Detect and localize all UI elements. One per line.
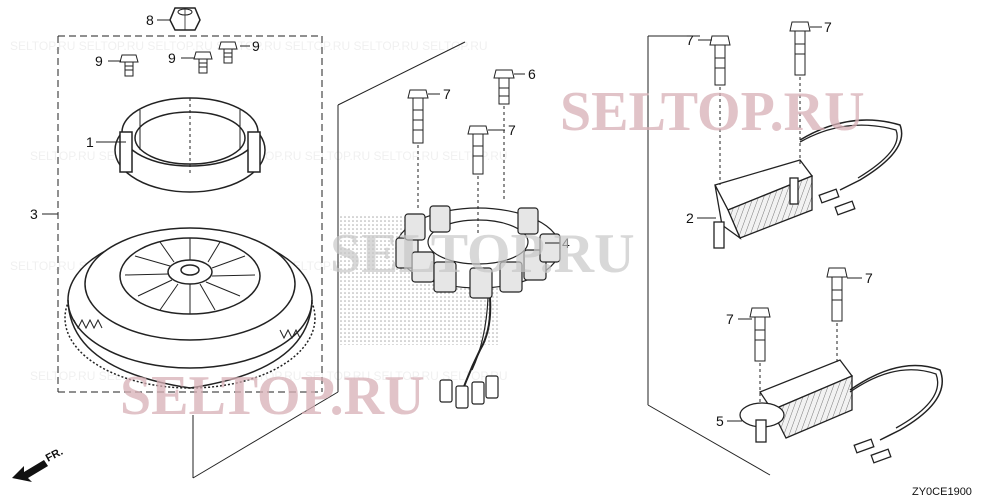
callout-6: 6 — [528, 66, 536, 82]
coil-bolt-7-d — [789, 21, 811, 165]
callout-7c: 7 — [686, 32, 694, 48]
watermark-1: SELTOP.RU — [560, 81, 865, 143]
watermark-2: SELTOP.RU — [330, 223, 635, 285]
flywheel — [64, 227, 316, 389]
coil-bolt-7-e — [749, 307, 771, 405]
callout-9a: 9 — [95, 53, 103, 69]
diagram-code: ZY0CE1900 — [912, 486, 972, 498]
screw-9-a — [119, 54, 139, 77]
flywheel-ring — [114, 97, 266, 193]
callout-9c: 9 — [252, 38, 260, 54]
svg-text:SELTOP.RU SELTOP.RU SELTOP: SELTOP.RU SELTOP.RU SELTOP.RU SELTOP.RU … — [30, 149, 508, 163]
callout-7b: 7 — [508, 122, 516, 138]
direction-label: FR. — [44, 446, 65, 465]
stator-bolt-7-b — [467, 125, 489, 236]
flywheel-nut — [169, 7, 201, 31]
coil-bolt-7-c — [709, 35, 731, 185]
coil-bolt-7-f — [826, 267, 848, 362]
callout-7a: 7 — [443, 86, 451, 102]
callout-3: 3 — [30, 206, 38, 222]
screw-9-b — [193, 51, 213, 74]
callout-1: 1 — [86, 134, 94, 150]
ignition-coil-frame-lines — [647, 35, 771, 476]
callout-7f: 7 — [865, 270, 873, 286]
callout-2: 2 — [686, 210, 694, 226]
front-direction-arrow-icon — [12, 460, 48, 482]
stator-bolt-6 — [493, 69, 515, 200]
callout-8: 8 — [146, 12, 154, 28]
stator — [395, 205, 561, 409]
screw-9-c — [218, 41, 238, 64]
watermark-3: SELTOP.RU — [120, 365, 425, 427]
callout-5: 5 — [716, 413, 724, 429]
ignition-coil-upper — [713, 119, 903, 249]
stator-frame-lines — [192, 41, 466, 479]
callout-7e: 7 — [726, 311, 734, 327]
callout-4: 4 — [562, 235, 570, 251]
callout-9b: 9 — [168, 50, 176, 66]
stator-bolt-7-a — [407, 89, 429, 210]
ignition-coil-lower — [739, 359, 943, 464]
callout-7d: 7 — [824, 19, 832, 35]
